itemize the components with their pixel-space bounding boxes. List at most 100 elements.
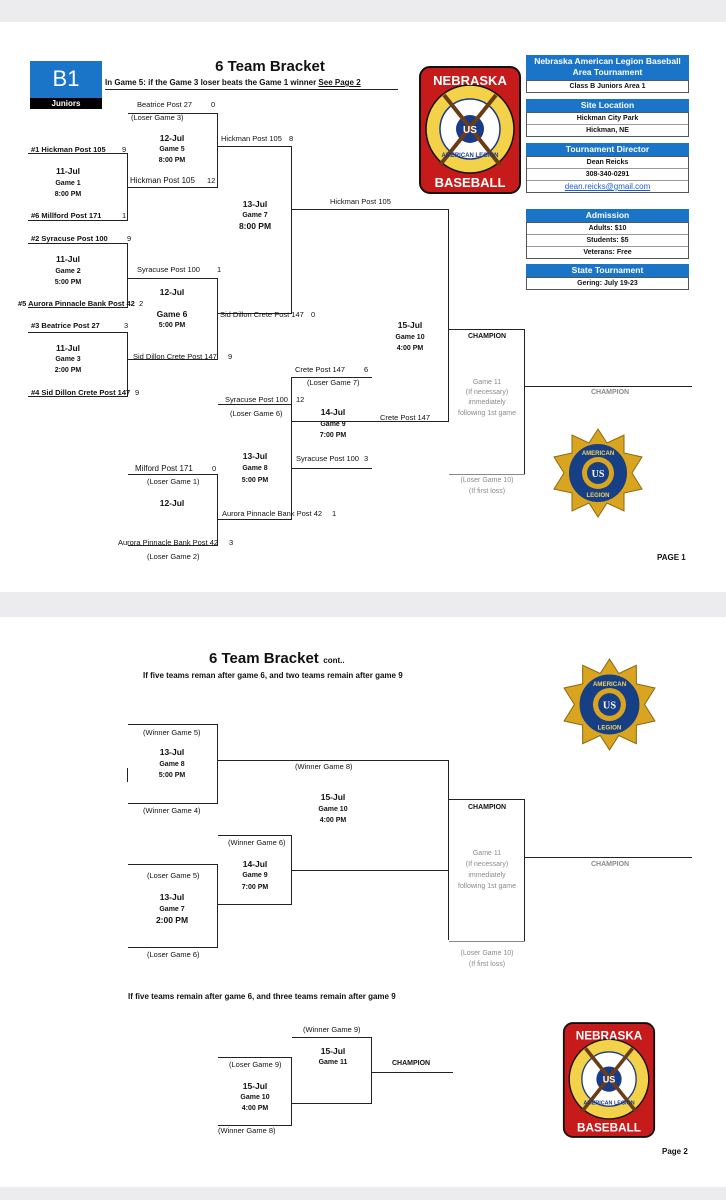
director-email-link[interactable]: dean.reicks@gmail.com (564, 182, 651, 191)
game2-date: 11-Jul (55, 254, 81, 264)
score: 3 (124, 321, 129, 330)
p2-game10b-label: Game 10 (240, 1094, 270, 1101)
p2-game11b-date: 15-Jul (320, 1046, 346, 1056)
game1-label: Game 1 (55, 180, 81, 187)
p2-game10-time: 4:00 PM (319, 817, 347, 824)
p2-game10b-date: 15-Jul (242, 1081, 268, 1091)
page2-title: 6 Team Bracket cont.. (209, 650, 345, 668)
game6-date: 12-Jul (159, 287, 185, 297)
note-text: In Game 5: if the Game 3 loser beats the… (105, 78, 317, 87)
label-loser-game6: (Loser Game 6) (147, 950, 200, 959)
p2-champion-gray: CHAMPION (591, 861, 630, 868)
game10-time: 4:00 PM (396, 345, 424, 352)
p2-game9-time: 7:00 PM (241, 884, 269, 891)
division-code: B1 (52, 66, 80, 91)
game10-label: Game 10 (395, 334, 425, 341)
loser-label: (Loser Game 3) (131, 113, 184, 122)
team-aurora-seed: #5 Aurora Pinnacle Bank Post 42 (18, 299, 135, 308)
p2-game10-date: 15-Jul (320, 792, 346, 802)
game3-date: 11-Jul (55, 343, 81, 353)
seal-bottom-text: LEGION (586, 493, 609, 499)
page2-title-text: 6 Team Bracket (209, 650, 319, 667)
logo2-bottom-text: BASEBALL (577, 1122, 641, 1135)
p2-game10-label: Game 10 (318, 806, 348, 813)
label-winner-game8b: (Winner Game 8) (218, 1126, 276, 1135)
game6-label: Game 6 (156, 309, 188, 319)
team-syracuse-g8w: Syracuse Post 100 (296, 454, 359, 463)
score: 0 (211, 100, 216, 109)
game5-time: 8:00 PM (158, 157, 186, 164)
p2-game9-date: 14-Jul (242, 859, 268, 869)
page-number: PAGE 1 (657, 553, 686, 562)
p2-game11-note-1: (If necessary) (465, 861, 509, 868)
team-milford-g1l: Milford Post 171 (135, 464, 193, 473)
team-hickman-g1w: Hickman Post 105 (130, 176, 195, 185)
champion-label: CHAMPION (468, 333, 507, 340)
page-note: In Game 5: if the Game 3 loser beats the… (105, 78, 361, 88)
admission-header: Admission (526, 209, 689, 222)
p2-game7-time: 2:00 PM (155, 915, 189, 925)
team-beatrice-27: Beatrice Post 27 (137, 100, 193, 109)
score: 12 (296, 395, 305, 404)
score: 8 (289, 134, 294, 143)
bracket-page-1: B1 Juniors 6 Team Bracket In Game 5: if … (0, 22, 726, 592)
site-name: Hickman City Park (576, 115, 639, 122)
p2-game11-note-2: immediately (468, 872, 506, 879)
team-hickman-g5w: Hickman Post 105 (221, 134, 282, 143)
page2-title-suffix: cont.. (323, 656, 345, 665)
see-page-2-link[interactable]: See Page 2 (318, 78, 361, 87)
score: 3 (229, 538, 234, 547)
game7-label: Game 7 (242, 212, 268, 219)
org-header: Nebraska American Legion Baseball Area T… (526, 55, 689, 80)
p2-game9-label: Game 9 (242, 872, 268, 879)
game9-label: Game 9 (320, 421, 346, 428)
game3-label: Game 3 (55, 356, 81, 363)
state-header: State Tournament (526, 264, 689, 277)
state-location: Gering: July 19-23 (577, 280, 638, 287)
game5-label: Game 5 (159, 146, 185, 153)
logo-center-text: US (463, 125, 477, 136)
team-milford-seed: #6 Millford Post 171 (31, 211, 102, 220)
logo2-center-text: US (603, 1075, 616, 1085)
division-label: Juniors (30, 98, 102, 109)
score: 0 (212, 464, 217, 473)
logo-top-text: NEBRASKA (433, 73, 507, 88)
game3-time: 2:00 PM (54, 367, 82, 374)
game11-note-1: (If necessary) (465, 389, 509, 396)
page-title: 6 Team Bracket (215, 58, 325, 75)
seal-center-text: US (592, 469, 605, 480)
director-phone: 308-340-0291 (527, 168, 688, 180)
org-sub: Class B Juniors Area 1 (569, 83, 646, 90)
admission-adults: Adults: $10 (588, 225, 627, 232)
team-crete-g9w: Crete Post 147 (380, 413, 431, 422)
admission-students: Students: $5 (527, 234, 688, 246)
admission-box: Adults: $10 Students: $5 Veterans: Free (526, 222, 689, 259)
american-legion-seal-2: US AMERICAN LEGION (563, 658, 656, 751)
game6-time: 5:00 PM (158, 322, 186, 329)
p2-game8-time: 5:00 PM (158, 772, 186, 779)
score: 9 (135, 388, 140, 397)
game7-date: 13-Jul (242, 199, 268, 209)
american-legion-seal: US AMERICAN LEGION (553, 428, 643, 518)
team-hickman-g7w: Hickman Post 105 (330, 197, 391, 206)
score: 6 (364, 365, 369, 374)
p2-champion-b: CHAMPION (392, 1060, 431, 1067)
nebraska-baseball-logo: US NEBRASKA AMERICAN LEGION BASEBALL (419, 66, 521, 194)
team-syracuse-seed: #2 Syracuse Post 100 (31, 234, 108, 243)
score: 3 (364, 454, 369, 463)
seal2-top-text: AMERICAN (593, 681, 627, 688)
game10-date: 15-Jul (397, 320, 423, 330)
score: 2 (139, 299, 144, 308)
p2-game11-label: Game 11 (472, 850, 502, 857)
game7-time: 8:00 PM (238, 221, 272, 231)
director-box: Dean Reicks 308-340-0291 dean.reicks@gma… (526, 156, 689, 193)
bracket-page-2: 6 Team Bracket cont.. If five teams rema… (0, 617, 726, 1187)
score: 9 (228, 352, 233, 361)
division-badge: B1 (30, 61, 102, 98)
game1-date: 11-Jul (55, 166, 81, 176)
team-hickman-seed: #1 Hickman Post 105 (31, 145, 106, 154)
label-winner-game9: (Winner Game 9) (303, 1025, 361, 1034)
director-name: Dean Reicks (586, 159, 629, 166)
loser-label: (Loser Game 6) (230, 409, 283, 418)
site-box: Hickman City Park Hickman, NE (526, 112, 689, 137)
